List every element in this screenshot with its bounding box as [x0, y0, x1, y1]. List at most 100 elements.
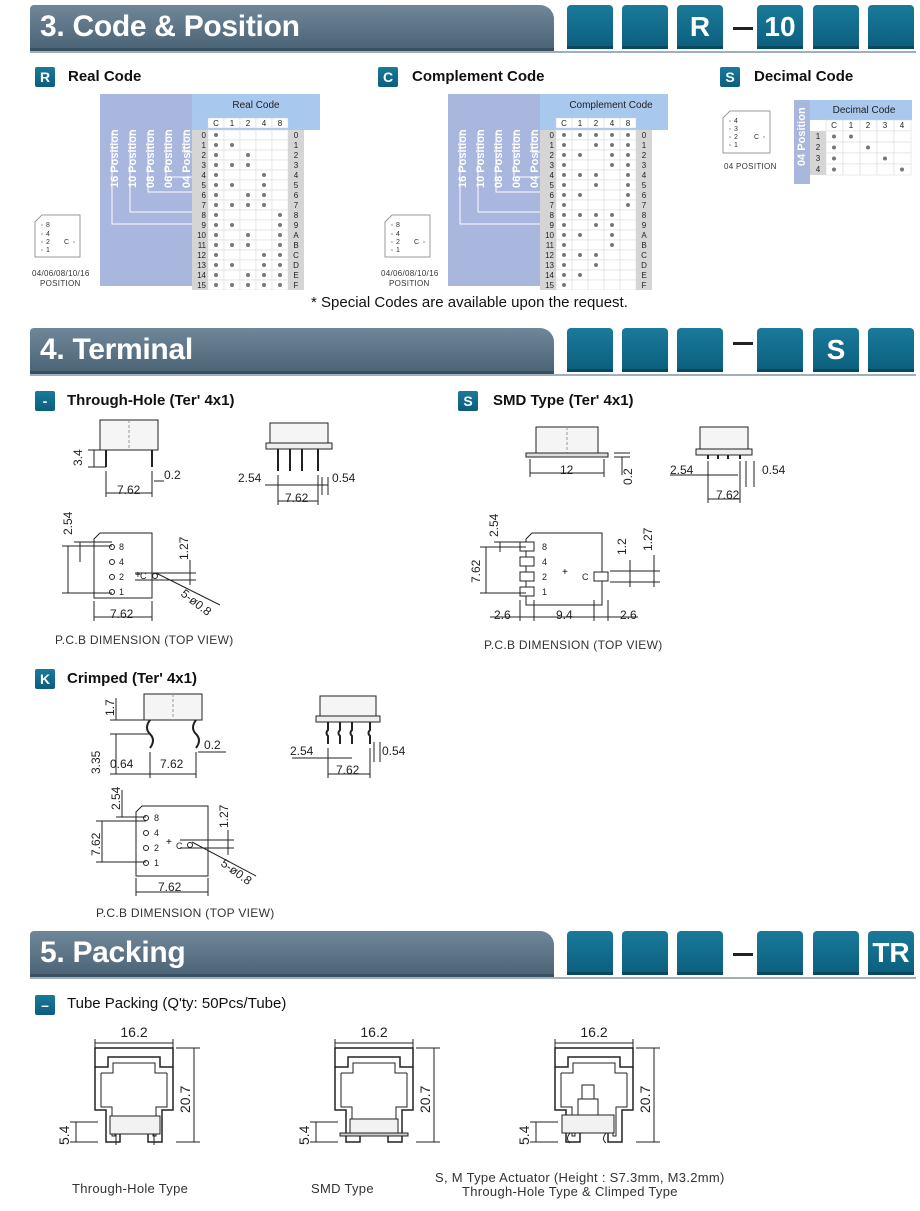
code-dot [562, 243, 566, 247]
code-dot [246, 163, 250, 167]
code-dot [594, 263, 598, 267]
tube-caption-actuator: S, M Type Actuator (Height : S7.3mm, M3.… [435, 1170, 725, 1185]
code-dot [578, 273, 582, 277]
column-header: 4 [262, 119, 267, 128]
terminal-box-2 [622, 328, 668, 372]
code-dot [262, 253, 266, 257]
packing-box-2 [622, 931, 668, 975]
code-dot [278, 223, 282, 227]
complement-code-label: Complement Code [412, 68, 545, 85]
packing-box-5 [813, 931, 859, 975]
svg-text:8: 8 [46, 222, 50, 229]
code-dot [562, 153, 566, 157]
row-label: 1 [816, 132, 821, 141]
row-label-hex: 3 [642, 161, 647, 170]
svg-text:2: 2 [154, 843, 159, 853]
code-dot [626, 153, 630, 157]
terminal-box-5: S [813, 328, 859, 372]
decimal-code-badge: S [720, 67, 740, 87]
position-label: 08 Position [145, 129, 157, 188]
code-box-4: 10 [757, 5, 803, 49]
svg-text:1.7: 1.7 [103, 699, 117, 716]
row-label-hex: 9 [642, 221, 647, 230]
svg-text:+: + [135, 570, 141, 581]
row-label: 4 [816, 165, 821, 174]
svg-text:5-ø0.8: 5-ø0.8 [218, 856, 255, 888]
code-dot [278, 273, 282, 277]
svg-text:C: C [582, 572, 589, 582]
code-dot [578, 173, 582, 177]
code-box-3: R [677, 5, 723, 49]
column-header: C [561, 119, 567, 128]
code-dot [278, 243, 282, 247]
code-dot [610, 233, 614, 237]
row-label: 12 [545, 251, 554, 260]
row-label: 7 [202, 201, 207, 210]
row-label: 2 [550, 151, 555, 160]
packing-box-1 [567, 931, 613, 975]
code-box-2 [622, 5, 668, 49]
code-dot [610, 243, 614, 247]
code-dot [578, 233, 582, 237]
code-dot [246, 243, 250, 247]
terminal-box-1 [567, 328, 613, 372]
code-dot [214, 143, 218, 147]
code-dot [626, 133, 630, 137]
real-position-caption-2: POSITION [40, 279, 81, 288]
code-dot [246, 233, 250, 237]
svg-text:4: 4 [734, 118, 738, 125]
column-header: 8 [626, 119, 631, 128]
row-label: 5 [202, 181, 207, 190]
code-dot [262, 273, 266, 277]
code-dot [214, 193, 218, 197]
svg-text:C: C [754, 134, 759, 141]
packing-dash [733, 953, 753, 956]
real-code-label: Real Code [68, 68, 142, 85]
row-label: 8 [550, 211, 555, 220]
svg-text:0.64: 0.64 [110, 757, 134, 771]
svg-text:2.54: 2.54 [109, 786, 123, 810]
row-label-hex: 5 [642, 181, 647, 190]
svg-text:7.62: 7.62 [89, 832, 103, 856]
row-label-hex: 4 [642, 171, 647, 180]
decimal-code-label: Decimal Code [754, 68, 854, 85]
code-dot [262, 183, 266, 187]
row-label-hex: C [641, 251, 647, 260]
code-dot [214, 263, 218, 267]
column-header: 1 [849, 121, 854, 130]
code-dot [278, 253, 282, 257]
svg-text:1.2: 1.2 [615, 538, 629, 555]
section-header-terminal: 4. Terminal [30, 328, 554, 374]
code-box-5 [813, 5, 859, 49]
row-label: 6 [202, 191, 207, 200]
real-table-title: Real Code [232, 100, 280, 111]
section-header-packing: 5. Packing [30, 931, 554, 977]
row-label-hex: A [293, 231, 299, 240]
crimped-badge: K [35, 669, 55, 689]
code-dot [578, 213, 582, 217]
position-label: 16 Position [457, 129, 469, 188]
row-label-hex: 6 [294, 191, 299, 200]
code-dot [214, 273, 218, 277]
code-dot [562, 253, 566, 257]
code-dot [214, 213, 218, 217]
svg-text:1.27: 1.27 [177, 536, 191, 560]
code-dot [832, 134, 836, 139]
svg-text:7.62: 7.62 [716, 488, 740, 502]
svg-text:12: 12 [560, 463, 574, 477]
row-label: 4 [550, 171, 555, 180]
row-label: 15 [197, 281, 206, 290]
row-label: 13 [545, 261, 554, 270]
code-dot [562, 193, 566, 197]
code-dash [733, 27, 753, 30]
terminal-dash [733, 342, 753, 345]
position-label: 04 Position [181, 129, 193, 188]
section-title: 4. Terminal [40, 333, 193, 366]
row-label: 11 [546, 241, 555, 250]
svg-text:7.62: 7.62 [158, 880, 182, 894]
row-label: 0 [202, 131, 207, 140]
code-dot [610, 143, 614, 147]
column-header: 1 [578, 119, 583, 128]
code-dot [230, 163, 234, 167]
